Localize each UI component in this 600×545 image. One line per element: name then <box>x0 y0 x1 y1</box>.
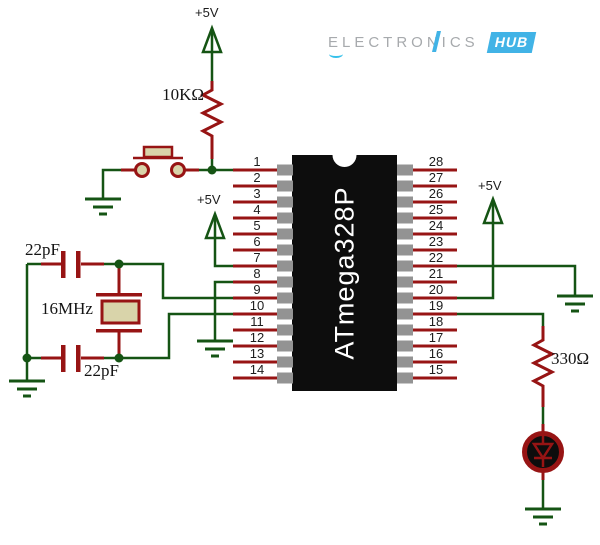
capacitor-bottom-label: 22pF <box>84 361 119 380</box>
led-diode-triangle <box>531 442 555 461</box>
pin-number: 11 <box>250 314 264 329</box>
button-contact <box>134 162 150 178</box>
pin-number: 8 <box>253 266 260 281</box>
ic-label: ATmega328P <box>330 186 360 359</box>
led <box>522 424 564 480</box>
vcc-symbol-2 <box>204 210 226 240</box>
pin-number: 2 <box>253 170 260 185</box>
pin-number: 17 <box>429 330 443 345</box>
ic-notch-icon <box>332 143 357 167</box>
logo-smile-icon <box>329 50 343 58</box>
ground-pin22 <box>557 294 593 313</box>
button-contact <box>170 162 186 178</box>
vcc-symbol-3 <box>482 195 504 225</box>
ground-pin8 <box>197 339 233 358</box>
resistor-10k-label: 10KΩ <box>162 85 204 104</box>
resistor-zigzag <box>199 88 225 140</box>
ic-right-pins: 28 27 26 25 24 23 22 21 20 19 18 17 16 1… <box>397 154 457 384</box>
pin-number: 9 <box>253 282 260 297</box>
junction-dot <box>22 353 32 363</box>
ic-left-pins: 1 2 3 4 5 6 7 8 9 10 11 12 13 14 <box>233 154 293 384</box>
junction-dots <box>22 165 217 363</box>
capacitor-bottom <box>41 345 104 372</box>
capacitor-plate <box>61 345 66 372</box>
capacitor-plate <box>76 251 81 278</box>
capacitor-top-label: 22pF <box>25 240 60 259</box>
junction-dot <box>114 259 124 269</box>
pin-number: 21 <box>429 266 443 281</box>
wire-pin8-to-ground <box>213 280 233 340</box>
crystal-body <box>100 299 141 325</box>
pin-number: 4 <box>253 202 260 217</box>
crystal-plate <box>96 329 142 333</box>
pin-number: 26 <box>429 186 443 201</box>
vcc-label-3: +5V <box>478 178 502 193</box>
pin-number: 13 <box>250 346 264 361</box>
resistor-10k <box>199 81 225 159</box>
ic-body <box>292 155 397 391</box>
vcc-label-2: +5V <box>197 192 221 207</box>
pin-number: 15 <box>429 362 443 377</box>
pin-number: 16 <box>429 346 443 361</box>
wire-pin19-to-resistor <box>456 312 545 327</box>
pin-number: 5 <box>253 218 260 233</box>
crystal-16mhz <box>96 265 142 357</box>
wire-button-to-ground <box>101 168 121 198</box>
pin-number: 24 <box>429 218 443 233</box>
pin-number: 3 <box>253 186 260 201</box>
pin-number: 18 <box>429 314 443 329</box>
pin-number: 6 <box>253 234 260 249</box>
ground-crystal <box>9 379 45 398</box>
button-actuator <box>142 145 174 159</box>
logo-badge: HUB <box>486 31 537 53</box>
pin-number: 19 <box>429 298 443 313</box>
vcc-symbol-1 <box>201 24 223 54</box>
push-button <box>121 145 199 178</box>
wire-vcc3-to-pin20 <box>456 225 495 300</box>
resistor-zigzag <box>530 338 556 390</box>
crystal-label: 16MHz <box>41 299 93 318</box>
logo-bolt-icon <box>432 31 441 52</box>
wire-crystal-top-to-pin9 <box>119 262 233 300</box>
junction-dot <box>114 353 124 363</box>
pin-number: 27 <box>429 170 443 185</box>
vcc-label-1: +5V <box>195 5 219 20</box>
pin-number: 28 <box>429 154 443 169</box>
pin-number: 23 <box>429 234 443 249</box>
pin-number: 20 <box>429 282 443 297</box>
capacitor-plate <box>61 251 66 278</box>
capacitor-top <box>41 251 104 278</box>
crystal-plate <box>96 293 142 297</box>
ground-led <box>525 507 561 526</box>
capacitor-plate <box>76 345 81 372</box>
logo-brand-text: ELECTRONICS <box>328 33 479 51</box>
ground-button <box>85 197 121 216</box>
junction-dot <box>207 165 217 175</box>
electronics-hub-logo: ELECTRONICS HUB <box>328 30 537 58</box>
pin-number: 10 <box>250 298 264 313</box>
pin-number: 12 <box>250 330 264 345</box>
pin-number: 25 <box>429 202 443 217</box>
pin-number: 7 <box>253 250 260 265</box>
pin-number: 14 <box>250 362 264 377</box>
pin-number: 1 <box>253 154 260 169</box>
wire-vcc2-to-pin7 <box>213 240 233 268</box>
ic-atmega328p: ATmega328P <box>292 143 397 391</box>
wire-crystal-bottom-to-pin10 <box>119 312 233 360</box>
resistor-330-label: 330Ω <box>551 349 590 368</box>
pin-number: 22 <box>429 250 443 265</box>
wire-pin22-to-ground <box>456 264 577 295</box>
resistor-330 <box>530 326 556 407</box>
